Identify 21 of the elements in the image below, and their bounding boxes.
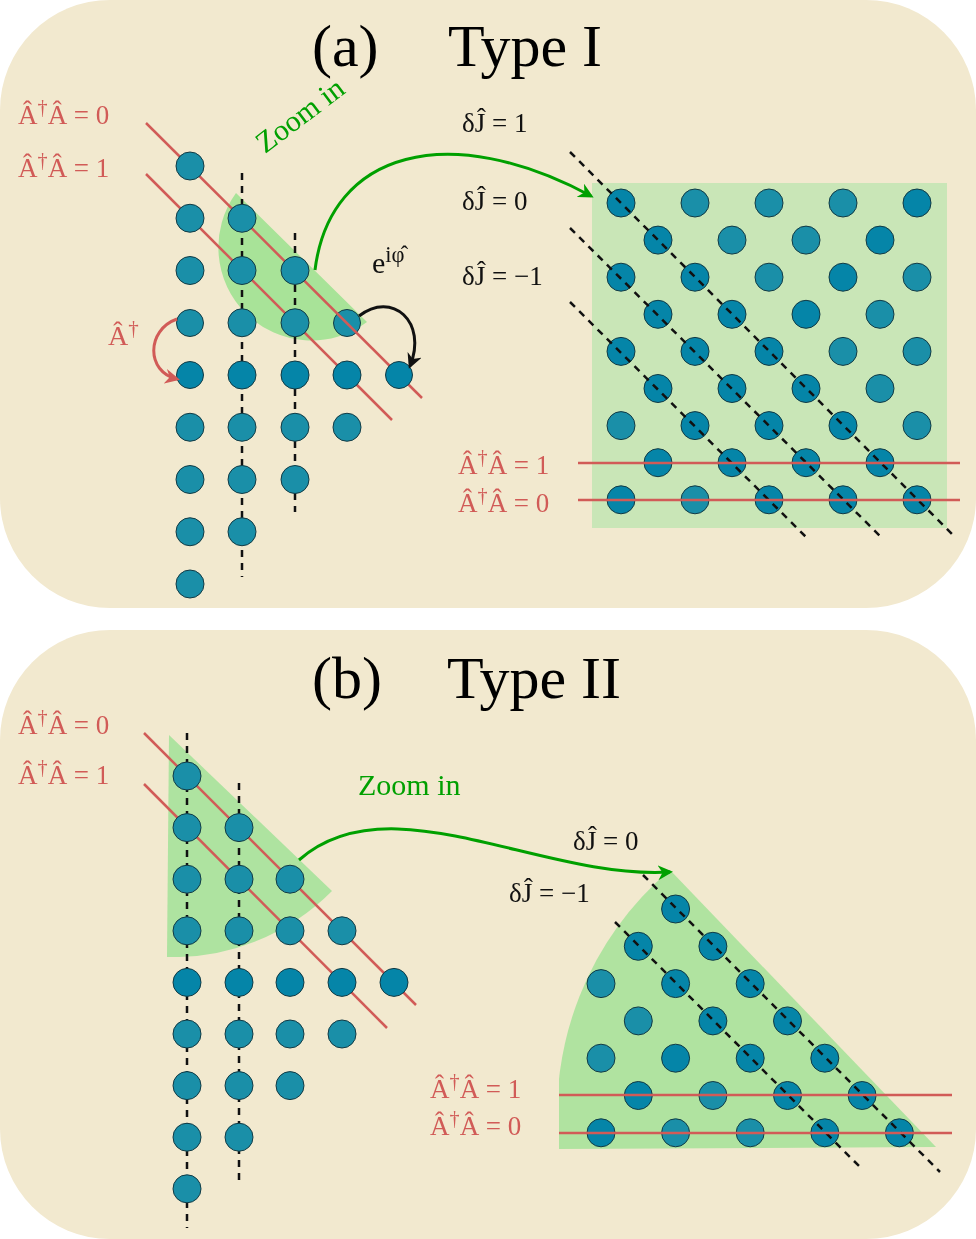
math-label: Â$^{†}$Â = 0	[430, 1113, 522, 1140]
arrow	[152, 317, 180, 383]
math-label: Â$^{†}$Â = 1	[458, 452, 550, 479]
panel-background	[0, 630, 976, 1239]
math-label: Â$^{†}$Â = 1	[18, 762, 110, 789]
math-label: Â$^{†}$Â = 1	[430, 1076, 522, 1103]
arrow	[313, 153, 594, 271]
edge-label: Zoom in	[358, 770, 461, 800]
math-label: δĴ = −1	[462, 263, 543, 290]
arrow	[298, 827, 673, 880]
math-label: δĴ = 0	[573, 828, 639, 855]
panel-background	[0, 0, 976, 608]
arrow	[358, 305, 421, 369]
edge-label: Â$^{†}$	[108, 322, 139, 350]
math-label: δĴ = 1	[462, 110, 528, 137]
math-label: δĴ = −1	[509, 880, 590, 907]
math-label: Â$^{†}$Â = 0	[18, 102, 110, 129]
math-label: Â$^{†}$Â = 0	[458, 490, 550, 517]
math-label: Â$^{†}$Â = 0	[18, 712, 110, 739]
math-label: δĴ = 0	[462, 188, 528, 215]
math-label: Â$^{†}$Â = 1	[18, 155, 110, 182]
